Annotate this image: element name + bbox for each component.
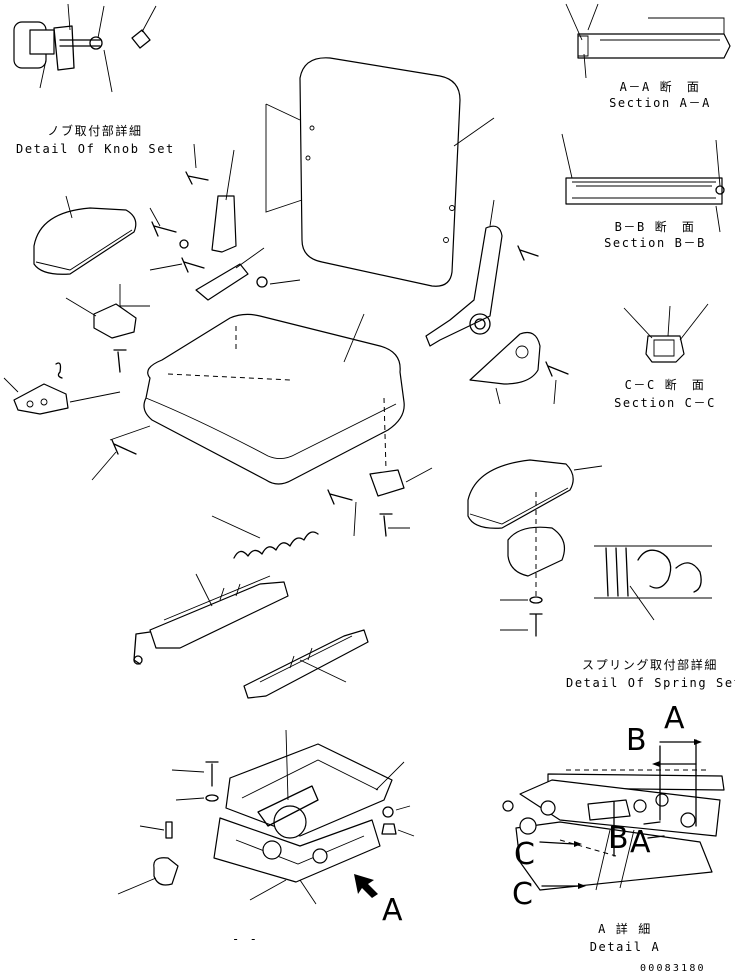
- detail-a-title-jp: A 詳 細: [598, 922, 652, 936]
- armrest-right: [467, 459, 603, 637]
- callout-a-lower: A: [630, 825, 651, 860]
- section-aa-title-en: Section A－A: [609, 96, 711, 110]
- suspension-base: [213, 729, 405, 905]
- knob-detail-title-jp: ノブ取付部詳細: [47, 124, 143, 138]
- backrest: [265, 57, 495, 287]
- footer-dash: - -: [232, 932, 259, 946]
- section-bb-title-en: Section B－B: [604, 236, 706, 250]
- section-aa-drawing: [565, 3, 731, 79]
- recliner-lever: [425, 199, 539, 347]
- side-cover: [469, 331, 569, 405]
- callout-c-lower: C: [512, 877, 533, 912]
- view-a-marker: A: [382, 893, 403, 928]
- section-cc-drawing: [623, 303, 709, 363]
- section-bb-title-jp: B－B 断 面: [614, 220, 696, 234]
- spring-set-drawing: [594, 545, 712, 621]
- spring-detail-title-en: Detail Of Spring Set: [566, 676, 735, 690]
- drawing-number: 00083180: [640, 963, 706, 974]
- base-hardware: [117, 761, 415, 895]
- section-aa-title-jp: A－A 断 面: [619, 80, 701, 94]
- callout-a-top: A: [664, 701, 685, 736]
- detail-a-drawing: [502, 739, 725, 891]
- seat-cushion: [109, 313, 405, 485]
- detail-a-title-en: Detail A: [589, 940, 661, 954]
- knob-detail-drawing: [13, 3, 157, 93]
- callout-b-lower: B: [608, 821, 629, 856]
- section-bb-drawing: [561, 133, 725, 233]
- callout-c-upper: C: [514, 837, 535, 872]
- view-arrow-a: [354, 874, 378, 898]
- spring: [211, 515, 319, 559]
- section-cc-title-en: Section C－C: [614, 396, 716, 410]
- knob-detail-title-en: Detail Of Knob Set: [16, 142, 175, 156]
- callout-b-upper: B: [626, 723, 647, 758]
- backrest-hardware: [149, 143, 301, 301]
- slide-rail-upper: [133, 573, 289, 665]
- armrest-left: [33, 195, 137, 275]
- section-cc-title-jp: C－C 断 面: [624, 378, 706, 392]
- spring-detail-title-jp: スプリング取付部詳細: [581, 658, 718, 672]
- seat-hardware: [3, 284, 433, 537]
- slide-rail-lower: [243, 629, 369, 699]
